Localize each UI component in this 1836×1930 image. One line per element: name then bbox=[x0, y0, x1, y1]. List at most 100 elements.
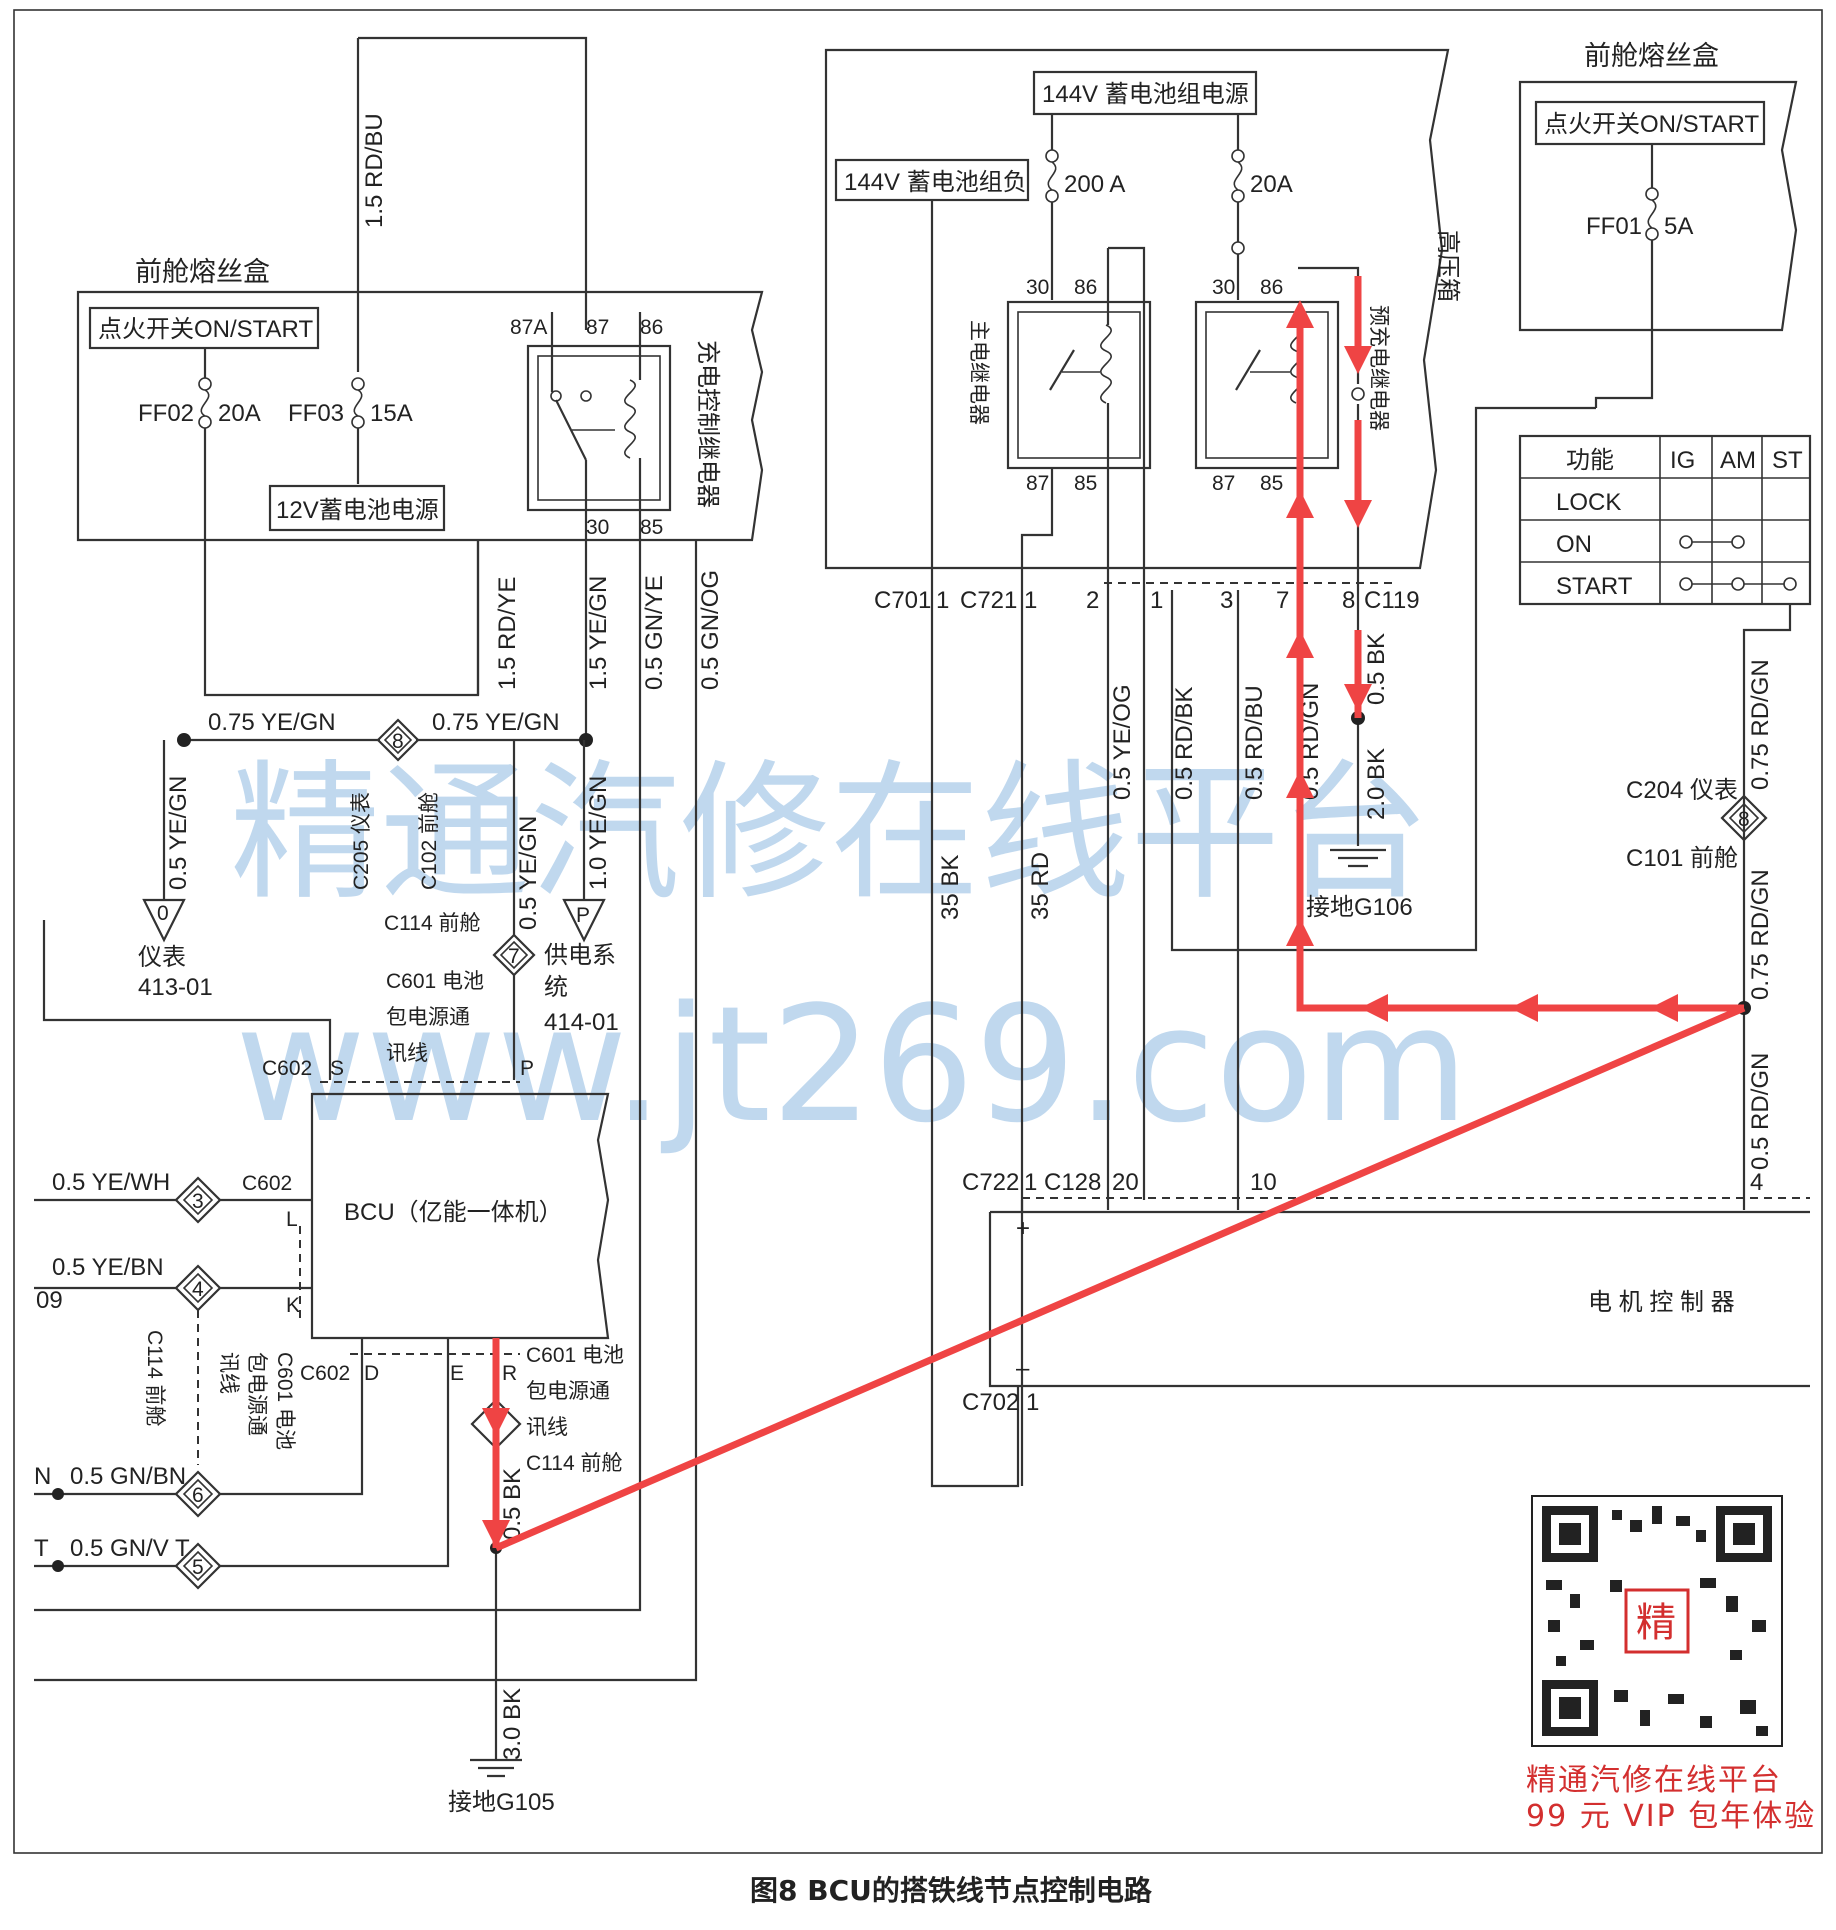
wire-label-0.5-rd-gn-right: 0.5 RD/GN bbox=[1747, 1053, 1774, 1170]
wire-label-0.5-ye-gn-c601: 0.5 YE/GN bbox=[515, 816, 542, 930]
wire-label-2.0-bk: 2.0 BK bbox=[1363, 748, 1390, 820]
wire-label-0.5-gn-ye: 0.5 GN/YE bbox=[641, 575, 668, 690]
connector-c702-pin: 1 bbox=[1026, 1389, 1039, 1416]
pre-relay-pin-85: 85 bbox=[1260, 472, 1283, 495]
fuse-ff01-rating: 5A bbox=[1664, 213, 1693, 240]
battery-12v-label: 12V蓄电池电源 bbox=[276, 497, 439, 524]
connector-diamond-6: 6 bbox=[174, 1470, 222, 1518]
main-relay-pin-30: 30 bbox=[1026, 276, 1049, 299]
wire-label-0.5-ye-wh: 0.5 YE/WH bbox=[52, 1169, 170, 1196]
left-edge-ref-n: N bbox=[34, 1463, 51, 1490]
main-relay-body-inner bbox=[1017, 311, 1141, 459]
bcu-pin-r: R bbox=[502, 1362, 517, 1385]
pre-relay-coil-icon bbox=[1290, 324, 1302, 404]
fuse-ff03-icon bbox=[353, 389, 363, 417]
wire-label-3.0-bk: 3.0 BK bbox=[499, 1688, 526, 1760]
hv-pin-3: 3 bbox=[1220, 587, 1233, 614]
connector-c114-vertical: C114 前舱 bbox=[143, 1330, 166, 1426]
motor-controller-label: 电 机 控 制 器 bbox=[1588, 1289, 1735, 1316]
hv-box-outline bbox=[824, 48, 1450, 570]
power-ref-label-1: 供电系 bbox=[544, 942, 616, 969]
figure-frame bbox=[13, 9, 1823, 1854]
bcu-pin-s: S bbox=[330, 1057, 344, 1080]
connector-c601-label-b1: C601 电池 bbox=[526, 1344, 624, 1367]
meter-ref-page: 413-01 bbox=[138, 974, 213, 1001]
wire-label-1.5-ye-gn: 1.5 YE/GN bbox=[585, 576, 612, 690]
connector-diamond-7: 7 bbox=[492, 933, 536, 977]
switch-table-row-start: START bbox=[1556, 573, 1633, 600]
pre-relay-pin-86: 86 bbox=[1260, 276, 1283, 299]
motor-controller: 电 机 控 制 器 + – bbox=[988, 1210, 1810, 1388]
connector-c601-label-a2: 包电源通 bbox=[386, 1006, 470, 1029]
connector-c702: C702 bbox=[962, 1389, 1019, 1416]
svg-text:4: 4 bbox=[192, 1278, 204, 1301]
wire-label-0.5-gn-og: 0.5 GN/OG bbox=[697, 570, 724, 690]
left-fusebox-outline bbox=[76, 290, 764, 542]
pre-relay-pin-87: 87 bbox=[1212, 472, 1235, 495]
charge-relay-body-outer bbox=[526, 344, 672, 512]
splice-node-meter bbox=[177, 733, 191, 747]
switch-table-row-lock: LOCK bbox=[1556, 489, 1621, 516]
main-relay-pin-86: 86 bbox=[1074, 276, 1097, 299]
right-fuse-box: 前舱熔丝盒 点火开关ON/START FF01 5A bbox=[1518, 41, 1798, 408]
pre-relay-switch bbox=[1235, 349, 1261, 391]
connector-c102-label: C102 前舱 bbox=[418, 792, 441, 890]
wire-label-1.5-rd-bu: 1.5 RD/BU bbox=[361, 113, 388, 228]
red-path-to-relay bbox=[1296, 308, 1744, 1012]
wire-label-0.75-ye-gn-b: 0.75 YE/GN bbox=[432, 709, 560, 736]
motor-pin-10: 10 bbox=[1250, 1169, 1277, 1196]
fuse-ff02-icon bbox=[200, 389, 210, 417]
charge-relay-pin-85: 85 bbox=[640, 516, 663, 539]
ignition-switch-label-left: 点火开关ON/START bbox=[98, 316, 313, 343]
bcu-pin-d: D bbox=[364, 1362, 379, 1385]
connector-c701-pin: 1 bbox=[936, 587, 949, 614]
motor-pin-20: 20 bbox=[1112, 1169, 1139, 1196]
wire-label-0.75-rd-gn-a: 0.75 RD/GN bbox=[1747, 659, 1774, 790]
right-fusebox-title: 前舱熔丝盒 bbox=[1584, 41, 1719, 71]
watermark: 精通汽修在线平台 www.jt269.com bbox=[230, 747, 1469, 1158]
left-edge-ref-09: 09 bbox=[36, 1287, 63, 1314]
ground-symbol-left bbox=[470, 1758, 522, 1778]
svg-text:8: 8 bbox=[392, 730, 404, 753]
charge-control-relay: 87A 87 86 30 85 充电控制继电器 bbox=[510, 312, 721, 540]
bcu-pin-p: P bbox=[520, 1057, 534, 1080]
svg-text:3: 3 bbox=[192, 1190, 204, 1213]
connector-diamond-8-right: 8 bbox=[1720, 794, 1768, 842]
switch-table-row-on: ON bbox=[1556, 531, 1592, 558]
pre-relay-title: 预充电继电器 bbox=[1367, 305, 1390, 431]
connector-c601-vertical-3: C601 电池 bbox=[273, 1352, 296, 1450]
fuse-200a-label: 200 A bbox=[1064, 171, 1125, 198]
wire-1.5-rd-bu bbox=[358, 36, 588, 330]
connector-diamond-4: 4 bbox=[174, 1264, 222, 1312]
svg-text:6: 6 bbox=[192, 1484, 204, 1507]
svg-text:7: 7 bbox=[508, 945, 520, 968]
right-fusebox-outline bbox=[1518, 80, 1798, 332]
svg-text:8: 8 bbox=[1738, 808, 1750, 831]
hv-pin-1: 1 bbox=[1150, 587, 1163, 614]
power-ref-triangle bbox=[562, 898, 606, 943]
power-ref-label-2: 统 bbox=[544, 974, 568, 1001]
power-ref-pin: P bbox=[576, 904, 590, 927]
hv-pin-7: 7 bbox=[1276, 587, 1289, 614]
connector-c205-label: C205 仪表 bbox=[350, 792, 373, 890]
red-arrow-up-1 bbox=[1286, 300, 1314, 328]
meter-ref-number: 0 bbox=[157, 902, 169, 925]
ground-current-path bbox=[482, 276, 1746, 1552]
wire-label-1.5-rd-ye: 1.5 RD/YE bbox=[494, 577, 521, 690]
connector-c602-side: C602 bbox=[242, 1172, 292, 1195]
power-ref-page: 414-01 bbox=[544, 1009, 619, 1036]
main-relay-coil-icon bbox=[1100, 324, 1112, 404]
svg-text:5: 5 bbox=[192, 1556, 204, 1579]
main-relay-switch bbox=[1049, 349, 1075, 391]
fuse-ff01-label: FF01 bbox=[1586, 213, 1642, 240]
switch-table-header-ig: IG bbox=[1670, 447, 1695, 474]
connector-c721: C721 bbox=[960, 587, 1017, 614]
meter-ref-triangle bbox=[142, 898, 186, 943]
hv-pin-8: 8 bbox=[1342, 587, 1355, 614]
connector-c722: C722 bbox=[962, 1169, 1019, 1196]
fuse-ff02-terminal-top bbox=[198, 377, 212, 391]
hv-pin-2: 2 bbox=[1086, 587, 1099, 614]
bcu-label: BCU（亿能一体机） bbox=[344, 1199, 563, 1226]
connector-c721-pin: 1 bbox=[1024, 587, 1037, 614]
